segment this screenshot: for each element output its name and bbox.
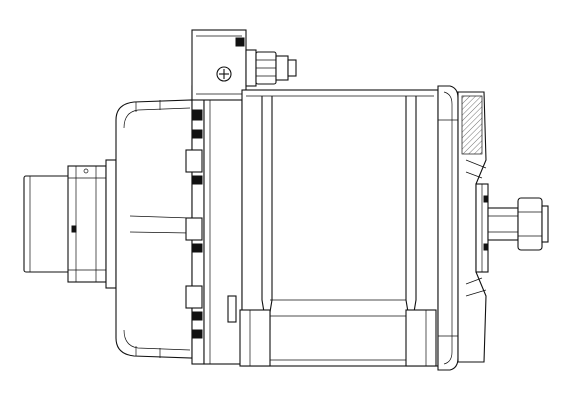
connector-plug [23, 159, 117, 289]
rear-housing [115, 99, 193, 359]
stator-body [239, 89, 439, 367]
pulley-fan [457, 91, 489, 363]
shaft-assembly [487, 197, 549, 251]
rear-flange [185, 85, 243, 365]
front-housing [437, 85, 459, 371]
terminal-stud [235, 37, 297, 87]
